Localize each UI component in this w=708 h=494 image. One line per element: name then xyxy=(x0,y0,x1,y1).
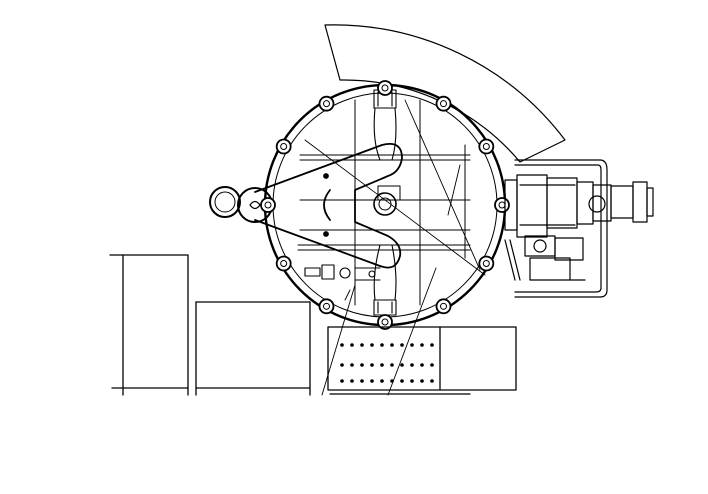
panel-holes xyxy=(340,343,434,383)
panel-hole xyxy=(380,363,384,367)
panel-hole xyxy=(370,379,374,383)
panel-hole xyxy=(350,379,354,383)
panel-hole xyxy=(410,343,414,347)
panel-hole xyxy=(420,379,424,383)
panel-hole xyxy=(410,363,414,367)
bolt xyxy=(277,140,291,154)
latch-bracket xyxy=(305,265,380,280)
bolt-center xyxy=(281,261,287,267)
perforated-panel xyxy=(328,327,516,394)
panel-hole xyxy=(360,379,364,383)
panel-hole xyxy=(390,379,394,383)
panel-hole xyxy=(350,363,354,367)
panel-hole xyxy=(370,343,374,347)
clearance-arc xyxy=(325,25,565,162)
panel-hole xyxy=(400,379,404,383)
panel-hole xyxy=(390,343,394,347)
vessel-cover xyxy=(265,85,505,325)
panel-hole xyxy=(360,343,364,347)
bolt xyxy=(479,140,493,154)
panel-hole xyxy=(370,363,374,367)
panel-hole xyxy=(380,343,384,347)
bolt xyxy=(437,299,451,313)
bolt xyxy=(320,97,334,111)
panel-hole xyxy=(390,363,394,367)
lifting-arm xyxy=(255,144,402,268)
bolt xyxy=(437,97,451,111)
panel-hole xyxy=(340,363,344,367)
drive-assembly xyxy=(505,160,653,297)
bolt xyxy=(495,198,509,212)
panel-hole xyxy=(360,363,364,367)
hinge-top xyxy=(374,90,396,160)
panel-hole xyxy=(410,379,414,383)
bolt-circle xyxy=(261,81,509,329)
panel-hole xyxy=(340,379,344,383)
base-blocks xyxy=(110,255,310,395)
bolt xyxy=(479,257,493,271)
bolt-center xyxy=(281,144,287,150)
panel-hole xyxy=(420,363,424,367)
panel-hole xyxy=(380,379,384,383)
bolt xyxy=(277,257,291,271)
panel-hole xyxy=(430,343,434,347)
panel-hole xyxy=(430,379,434,383)
bolt-center xyxy=(441,101,447,107)
bolt-center xyxy=(324,101,330,107)
handwheel xyxy=(210,187,272,222)
bolt xyxy=(261,198,275,212)
panel-hole xyxy=(420,343,424,347)
bolt-center xyxy=(483,261,489,267)
bolt-center xyxy=(382,319,388,325)
bolt-center xyxy=(441,303,447,309)
bolt xyxy=(378,81,392,95)
panel-hole xyxy=(430,363,434,367)
bolt-center xyxy=(265,202,271,208)
panel-hole xyxy=(340,343,344,347)
bolt-center xyxy=(324,303,330,309)
bolt-center xyxy=(382,85,388,91)
bolt-center xyxy=(483,144,489,150)
bolt xyxy=(320,299,334,313)
panel-hole xyxy=(350,343,354,347)
panel-hole xyxy=(400,343,404,347)
bolt xyxy=(378,315,392,329)
panel-hole xyxy=(400,363,404,367)
